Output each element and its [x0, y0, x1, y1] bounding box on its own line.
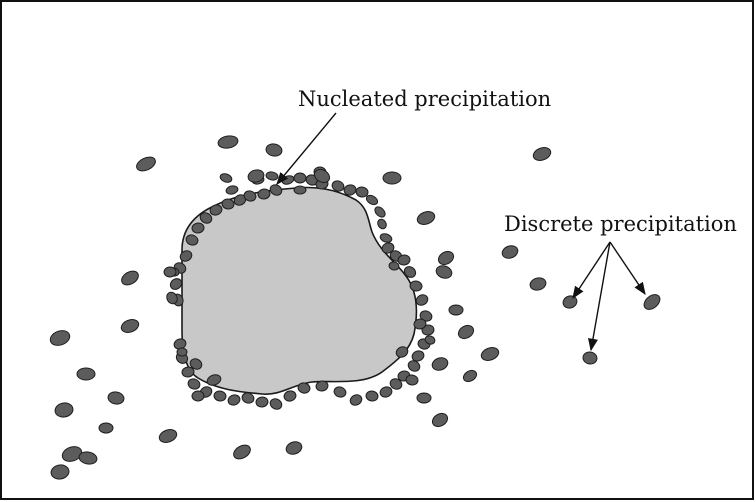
nucleated-particle	[169, 278, 183, 290]
discrete-particle	[293, 185, 307, 195]
discrete-particle	[107, 391, 125, 405]
discrete-particle	[265, 143, 283, 157]
nucleated-particle	[365, 390, 379, 402]
nucleated-particle	[179, 250, 193, 262]
discrete-particle	[437, 250, 455, 266]
nucleated-particle	[333, 386, 347, 398]
discrete-particle	[76, 367, 96, 381]
nucleated-particle	[409, 280, 423, 292]
discrete-particle	[54, 402, 74, 418]
nucleated-particle	[227, 394, 241, 406]
nucleated-particle	[389, 378, 403, 390]
discrete-particle	[529, 277, 547, 291]
nucleated-particle	[388, 261, 400, 271]
discrete-particle	[217, 135, 239, 149]
precipitate-particles	[49, 135, 661, 480]
discrete-arrows	[572, 241, 646, 352]
nucleated-particle	[343, 184, 357, 196]
discrete-particle	[457, 324, 475, 340]
nucleated-particle	[403, 266, 417, 278]
nucleated-particle	[421, 324, 435, 336]
nucleated-particle	[191, 222, 205, 234]
discrete-particle	[313, 168, 331, 184]
nucleated-particle	[221, 198, 235, 210]
nucleated-particle	[415, 294, 429, 306]
nucleated-particle	[191, 390, 205, 402]
discrete-particle	[285, 441, 303, 455]
nucleated-particle	[225, 185, 239, 195]
discrete-particle	[121, 270, 139, 286]
discrete-particle	[61, 446, 83, 462]
discrete-particle	[206, 374, 222, 386]
nucleated-particle	[411, 350, 425, 362]
nucleated-arrow	[276, 112, 337, 185]
nucleated-particle	[365, 194, 379, 206]
nucleated-particle	[355, 186, 369, 198]
discrete-particle	[532, 147, 552, 161]
nucleated-particle	[297, 382, 311, 394]
nucleated-particle	[269, 398, 283, 410]
discrete-particle	[431, 412, 449, 428]
nucleated-particle	[331, 180, 345, 192]
discrete-particle	[247, 169, 265, 183]
discrete-particle	[416, 211, 436, 225]
nucleated-particle	[405, 374, 419, 386]
discrete-particle	[158, 429, 178, 443]
discrete-particle	[582, 351, 598, 365]
nucleated-particle	[293, 172, 307, 184]
nucleated-particle	[213, 390, 227, 402]
nucleated-particle	[257, 188, 271, 200]
nucleated-particle	[381, 242, 395, 254]
nucleated-particle	[315, 380, 329, 392]
discrete-label: Discrete precipitation	[504, 212, 737, 236]
discrete-particle	[233, 444, 251, 460]
discrete-particle	[78, 451, 98, 465]
nucleated-particle	[283, 390, 297, 402]
discrete-particle	[166, 291, 178, 305]
discrete-particle	[431, 357, 449, 371]
discrete-particle	[562, 295, 578, 309]
nucleated-particle	[185, 234, 199, 246]
discrete-particle	[50, 464, 70, 480]
discrete-particle	[49, 330, 71, 346]
nucleated-particle	[181, 366, 195, 378]
nucleated-particle	[241, 392, 255, 404]
discrete-particle	[98, 422, 114, 434]
nucleated-particle	[395, 346, 409, 358]
discrete-particle	[136, 156, 156, 172]
nucleated-particle	[176, 347, 188, 357]
nucleated-particle	[199, 212, 213, 224]
discrete-particle	[643, 294, 661, 310]
discrete-particle	[416, 392, 432, 404]
nucleated-particle	[269, 184, 283, 196]
nucleated-particle	[255, 396, 269, 408]
discrete-particle	[501, 245, 519, 259]
nucleated-particle	[379, 233, 393, 243]
nucleated-particle	[187, 378, 201, 390]
nucleated-particle	[374, 206, 386, 218]
discrete-particle	[480, 347, 500, 361]
nucleated-particle	[397, 254, 411, 266]
nucleated-particle	[265, 171, 279, 181]
discrete-particle	[382, 171, 402, 185]
nucleated-particle	[379, 386, 393, 398]
discrete-particle	[120, 319, 140, 333]
nucleated-label: Nucleated precipitation	[298, 87, 551, 111]
nucleated-particle	[243, 190, 257, 202]
nucleated-particle	[424, 335, 436, 345]
nucleated-particle	[377, 218, 387, 230]
nucleated-particle	[413, 318, 427, 330]
nucleated-particle	[209, 204, 223, 216]
discrete-particle	[462, 369, 478, 383]
discrete-particle	[189, 358, 203, 370]
grain-inclusion	[181, 186, 418, 395]
nucleated-particle	[407, 360, 421, 372]
nucleated-particle	[349, 394, 363, 406]
discrete-particle	[435, 265, 453, 279]
nucleated-particle	[219, 173, 233, 183]
discrete-particle	[163, 266, 177, 278]
discrete-particle	[448, 304, 464, 316]
